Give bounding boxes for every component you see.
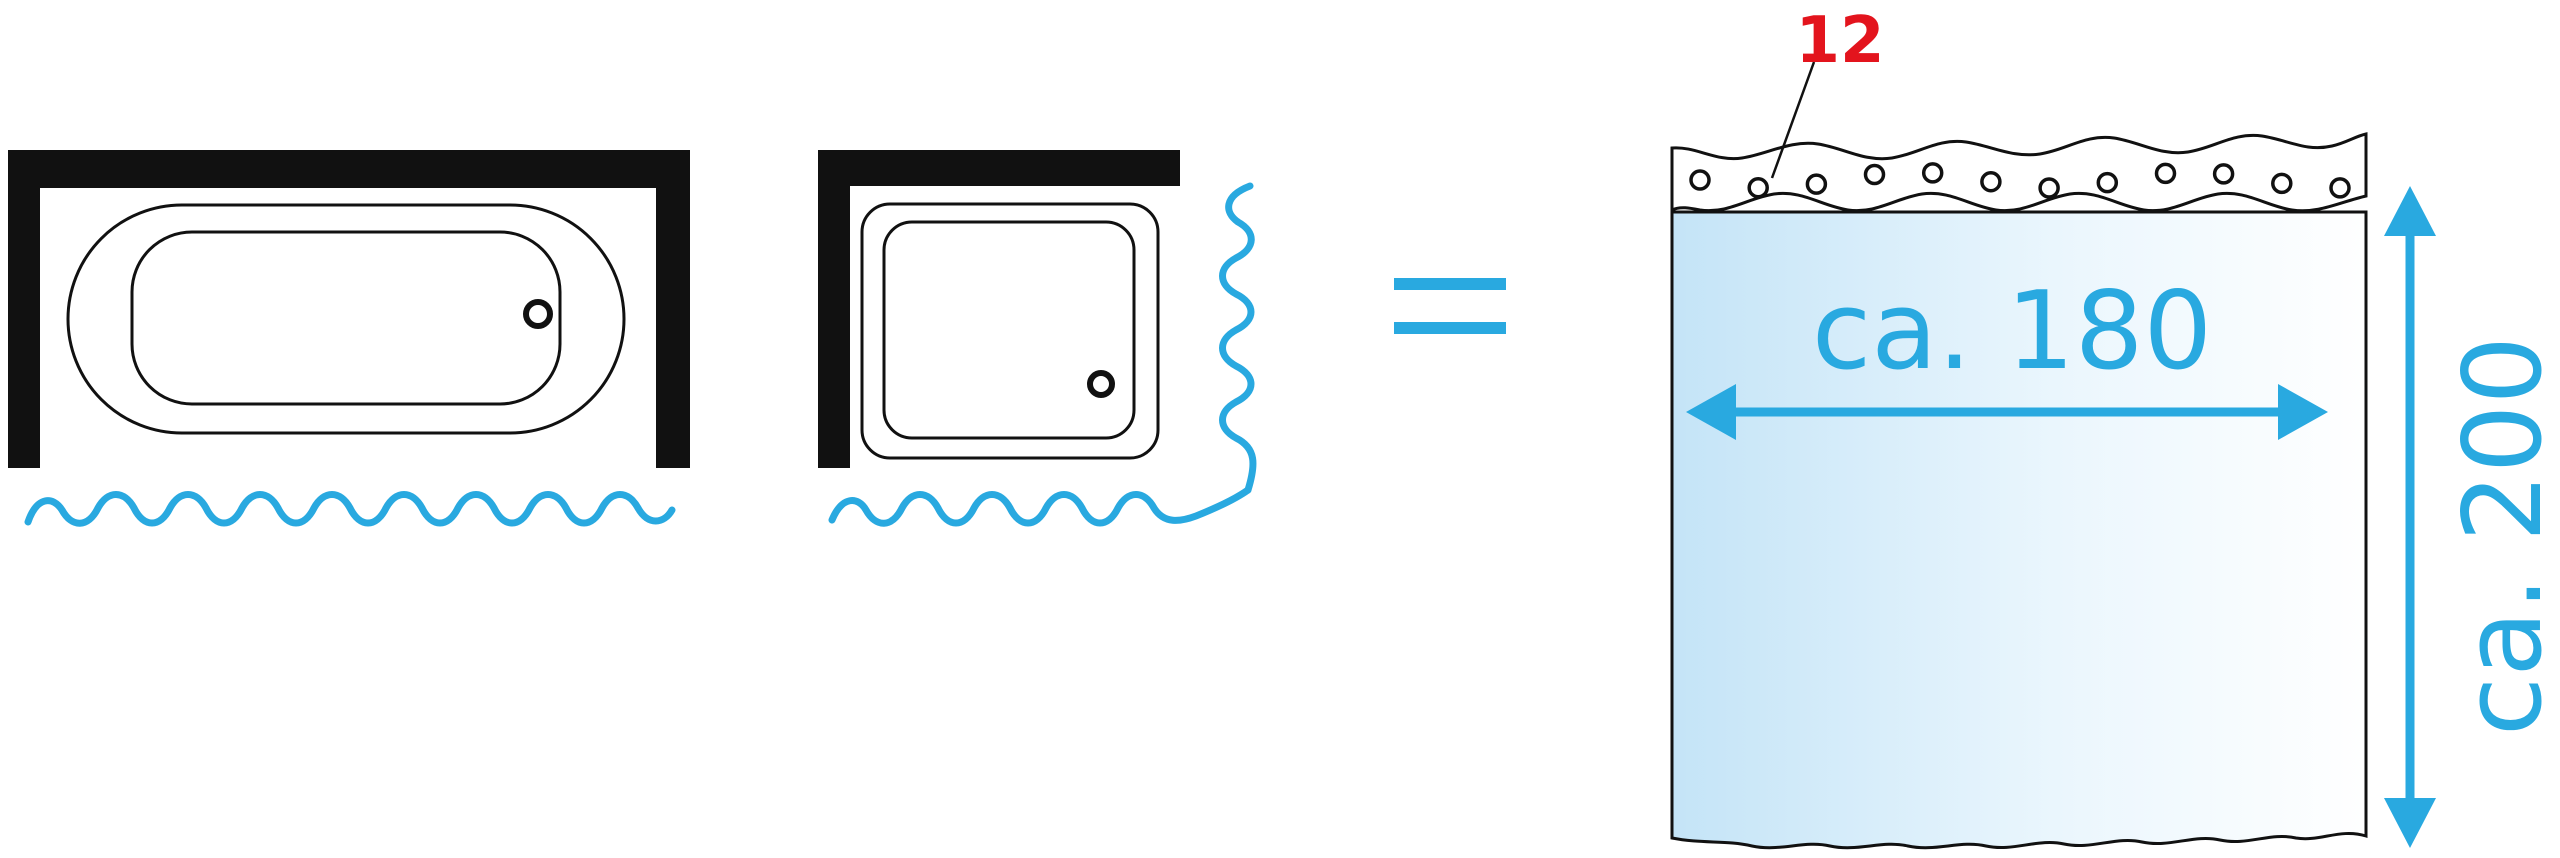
curtain-hook-hole [2271, 172, 2293, 195]
height-arrowhead-top [2384, 186, 2436, 236]
curtain-hook-hole [1921, 162, 1944, 184]
equals-sign [1394, 278, 1506, 334]
curtain-hook-hole [2212, 163, 2235, 185]
bathtub-wall-top [8, 150, 690, 188]
shower-tray-inner [882, 220, 1136, 440]
curtain-hook-holes [1689, 162, 2351, 199]
curtain-hem-band [1670, 132, 2368, 213]
bathtub-wall-right [656, 150, 690, 468]
height-dimension-arrow [2384, 186, 2436, 848]
curtain-hook-hole [1747, 176, 1769, 199]
curtain-hook-hole [1805, 173, 1828, 195]
height-label: ca. 200 [2441, 336, 2560, 736]
shower-curtain-illustration: 12 ca. 180 ca. 200 [1670, 4, 2560, 850]
equals-bar-top [1394, 278, 1506, 290]
shower-drain [1087, 370, 1115, 398]
bathtub-inner-basin [130, 230, 562, 406]
shower-open-side-wave [828, 486, 1252, 527]
shower-corner-illustration [818, 150, 1257, 527]
bathtub-niche-illustration [8, 150, 690, 527]
equals-bar-bottom [1394, 322, 1506, 334]
curtain-hook-hole [1689, 169, 1711, 191]
curtain-hook-hole [2154, 162, 2177, 185]
curtain-body [1670, 210, 2368, 850]
bathtub-wall-left [8, 150, 40, 468]
curtain-hook-hole [2329, 177, 2351, 199]
curtain-hook-hole [1863, 163, 1886, 186]
curtain-hook-hole [2038, 177, 2060, 199]
shower-wall-left [818, 150, 850, 468]
width-arrowhead-right [2278, 384, 2328, 440]
curtain-hook-hole [1980, 170, 2002, 193]
bathtub-open-side-wave [24, 491, 676, 527]
bathtub-drain [523, 299, 553, 329]
shower-open-side-wave-vertical [1219, 182, 1257, 494]
shower-wall-top [818, 150, 1180, 186]
hook-count-leader-line [1770, 61, 1816, 179]
curtain-hook-hole [2096, 171, 2119, 194]
hook-count-label: 12 [1795, 4, 1884, 78]
width-arrowhead-left [1686, 384, 1736, 440]
height-arrowhead-bottom [2384, 798, 2436, 848]
width-dimension-arrow [1686, 384, 2328, 440]
width-label: ca. 180 [1812, 269, 2212, 394]
